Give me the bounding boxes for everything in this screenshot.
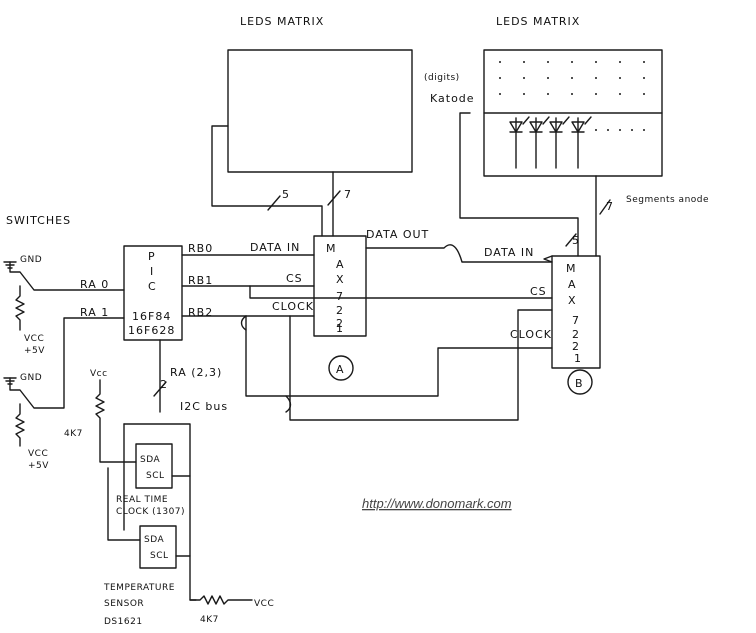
circle-a xyxy=(328,355,354,381)
max-b-clock: CLOCK xyxy=(510,328,552,341)
website-link[interactable]: http://www.donomark.com xyxy=(362,496,512,511)
max-a-data-in: DATA IN xyxy=(250,241,300,254)
max-b-letter-1: A xyxy=(568,278,577,291)
res-right-label: 4K7 xyxy=(200,615,219,625)
matrix-a-bus-left xyxy=(211,125,323,237)
ts-label-3: DS1621 xyxy=(104,617,143,627)
circle-b xyxy=(567,369,593,395)
rtc-sda-label: SDA xyxy=(140,455,160,465)
pic-part-1: 16F84 xyxy=(132,310,171,323)
vcc-label-2: VCC xyxy=(28,449,48,459)
max-b-letter-2: X xyxy=(568,294,577,307)
wire-data-out xyxy=(365,244,553,263)
rtc-label-1: REAL TIME xyxy=(116,495,168,505)
wire-clock-b xyxy=(245,315,553,397)
max7221-b xyxy=(551,255,601,369)
rtc-scl-label: SCL xyxy=(146,471,165,481)
max-b-letter-0: M xyxy=(566,262,577,275)
switches-title: SWITCHES xyxy=(6,214,71,227)
vcc-label-1: VCC xyxy=(24,334,44,344)
bus-5-a: 5 xyxy=(282,188,290,201)
max-a-clock: CLOCK xyxy=(272,300,314,313)
pin-rb1: RB1 xyxy=(188,274,213,287)
max-a-letter-3: 7 xyxy=(336,290,344,303)
ts-sda-label: SDA xyxy=(144,535,164,545)
vcc-right-label: VCC xyxy=(254,599,274,609)
v-label-1: +5V xyxy=(24,346,45,356)
max-a-cs: CS xyxy=(286,272,303,285)
max-a-letter-0: M xyxy=(326,242,337,255)
gnd-label-2: GND xyxy=(20,373,42,383)
digits-label: (digits) xyxy=(424,73,460,83)
matrix-b-dots xyxy=(499,61,645,131)
pic-part-2: 16F628 xyxy=(128,324,175,337)
circle-a-label: A xyxy=(336,363,345,376)
res-left-label: 4K7 xyxy=(64,429,83,439)
switch-2 xyxy=(9,317,125,409)
i2c-bus-count: 2 xyxy=(160,378,168,391)
switch-1 xyxy=(9,261,125,291)
pic-letter-p: P xyxy=(148,250,156,263)
matrix-b-title: LEDS MATRIX xyxy=(496,15,580,28)
vcc-left-label: Vcc xyxy=(90,369,108,379)
max-b-cs: CS xyxy=(530,285,547,298)
max-a-letter-4: 2 xyxy=(336,304,344,317)
max-a-letter-6: 1 xyxy=(336,322,344,335)
max-a-letter-2: X xyxy=(336,273,345,286)
pic-letter-c: C xyxy=(148,280,157,293)
pin-ra0: RA 0 xyxy=(80,278,109,291)
bus-7-b: 7 xyxy=(606,200,614,213)
i2c-bus-label: I2C bus xyxy=(180,400,228,413)
segments-anode-label: Segments anode xyxy=(626,195,709,205)
ts-scl-label: SCL xyxy=(150,551,169,561)
pullup-right xyxy=(189,595,253,605)
temp-sensor-chip xyxy=(139,525,177,569)
pullup-left xyxy=(95,379,137,463)
bus-5-b: 5 xyxy=(572,234,580,247)
rtc-chip xyxy=(135,443,173,489)
pin-rb0: RB0 xyxy=(188,242,213,255)
max-b-data-in: DATA IN xyxy=(484,246,534,259)
max-a-letter-5: 2 xyxy=(336,317,344,330)
matrix-b-bus-left xyxy=(459,112,579,257)
pic-chip xyxy=(123,245,183,341)
max-a-data-out: DATA OUT xyxy=(366,228,429,241)
matrix-a-title: LEDS MATRIX xyxy=(240,15,324,28)
gnd-label-1: GND xyxy=(20,255,42,265)
katode-label: Katode xyxy=(430,92,475,105)
max-b-letter-4: 2 xyxy=(572,328,580,341)
led-matrix-a xyxy=(227,49,413,173)
max-b-letter-3: 7 xyxy=(572,314,580,327)
ts-label-2: SENSOR xyxy=(104,599,144,609)
bus-7-a: 7 xyxy=(344,188,352,201)
pin-rb2: RB2 xyxy=(188,306,213,319)
max-b-letter-5: 2 xyxy=(572,340,580,353)
max-b-letter-6: 1 xyxy=(574,352,582,365)
pin-ra1: RA 1 xyxy=(80,306,109,319)
ts-label-1: TEMPERATURE xyxy=(103,583,175,593)
max7221-a xyxy=(313,235,367,337)
max-a-letter-1: A xyxy=(336,258,345,271)
pic-letter-i: I xyxy=(150,265,154,278)
v-label-2: +5V xyxy=(28,461,49,471)
circle-b-label: B xyxy=(575,377,584,390)
pin-ra23: RA (2,3) xyxy=(170,366,222,379)
rtc-label-2: CLOCK (1307) xyxy=(116,507,185,517)
wire-cs-b xyxy=(249,285,553,299)
